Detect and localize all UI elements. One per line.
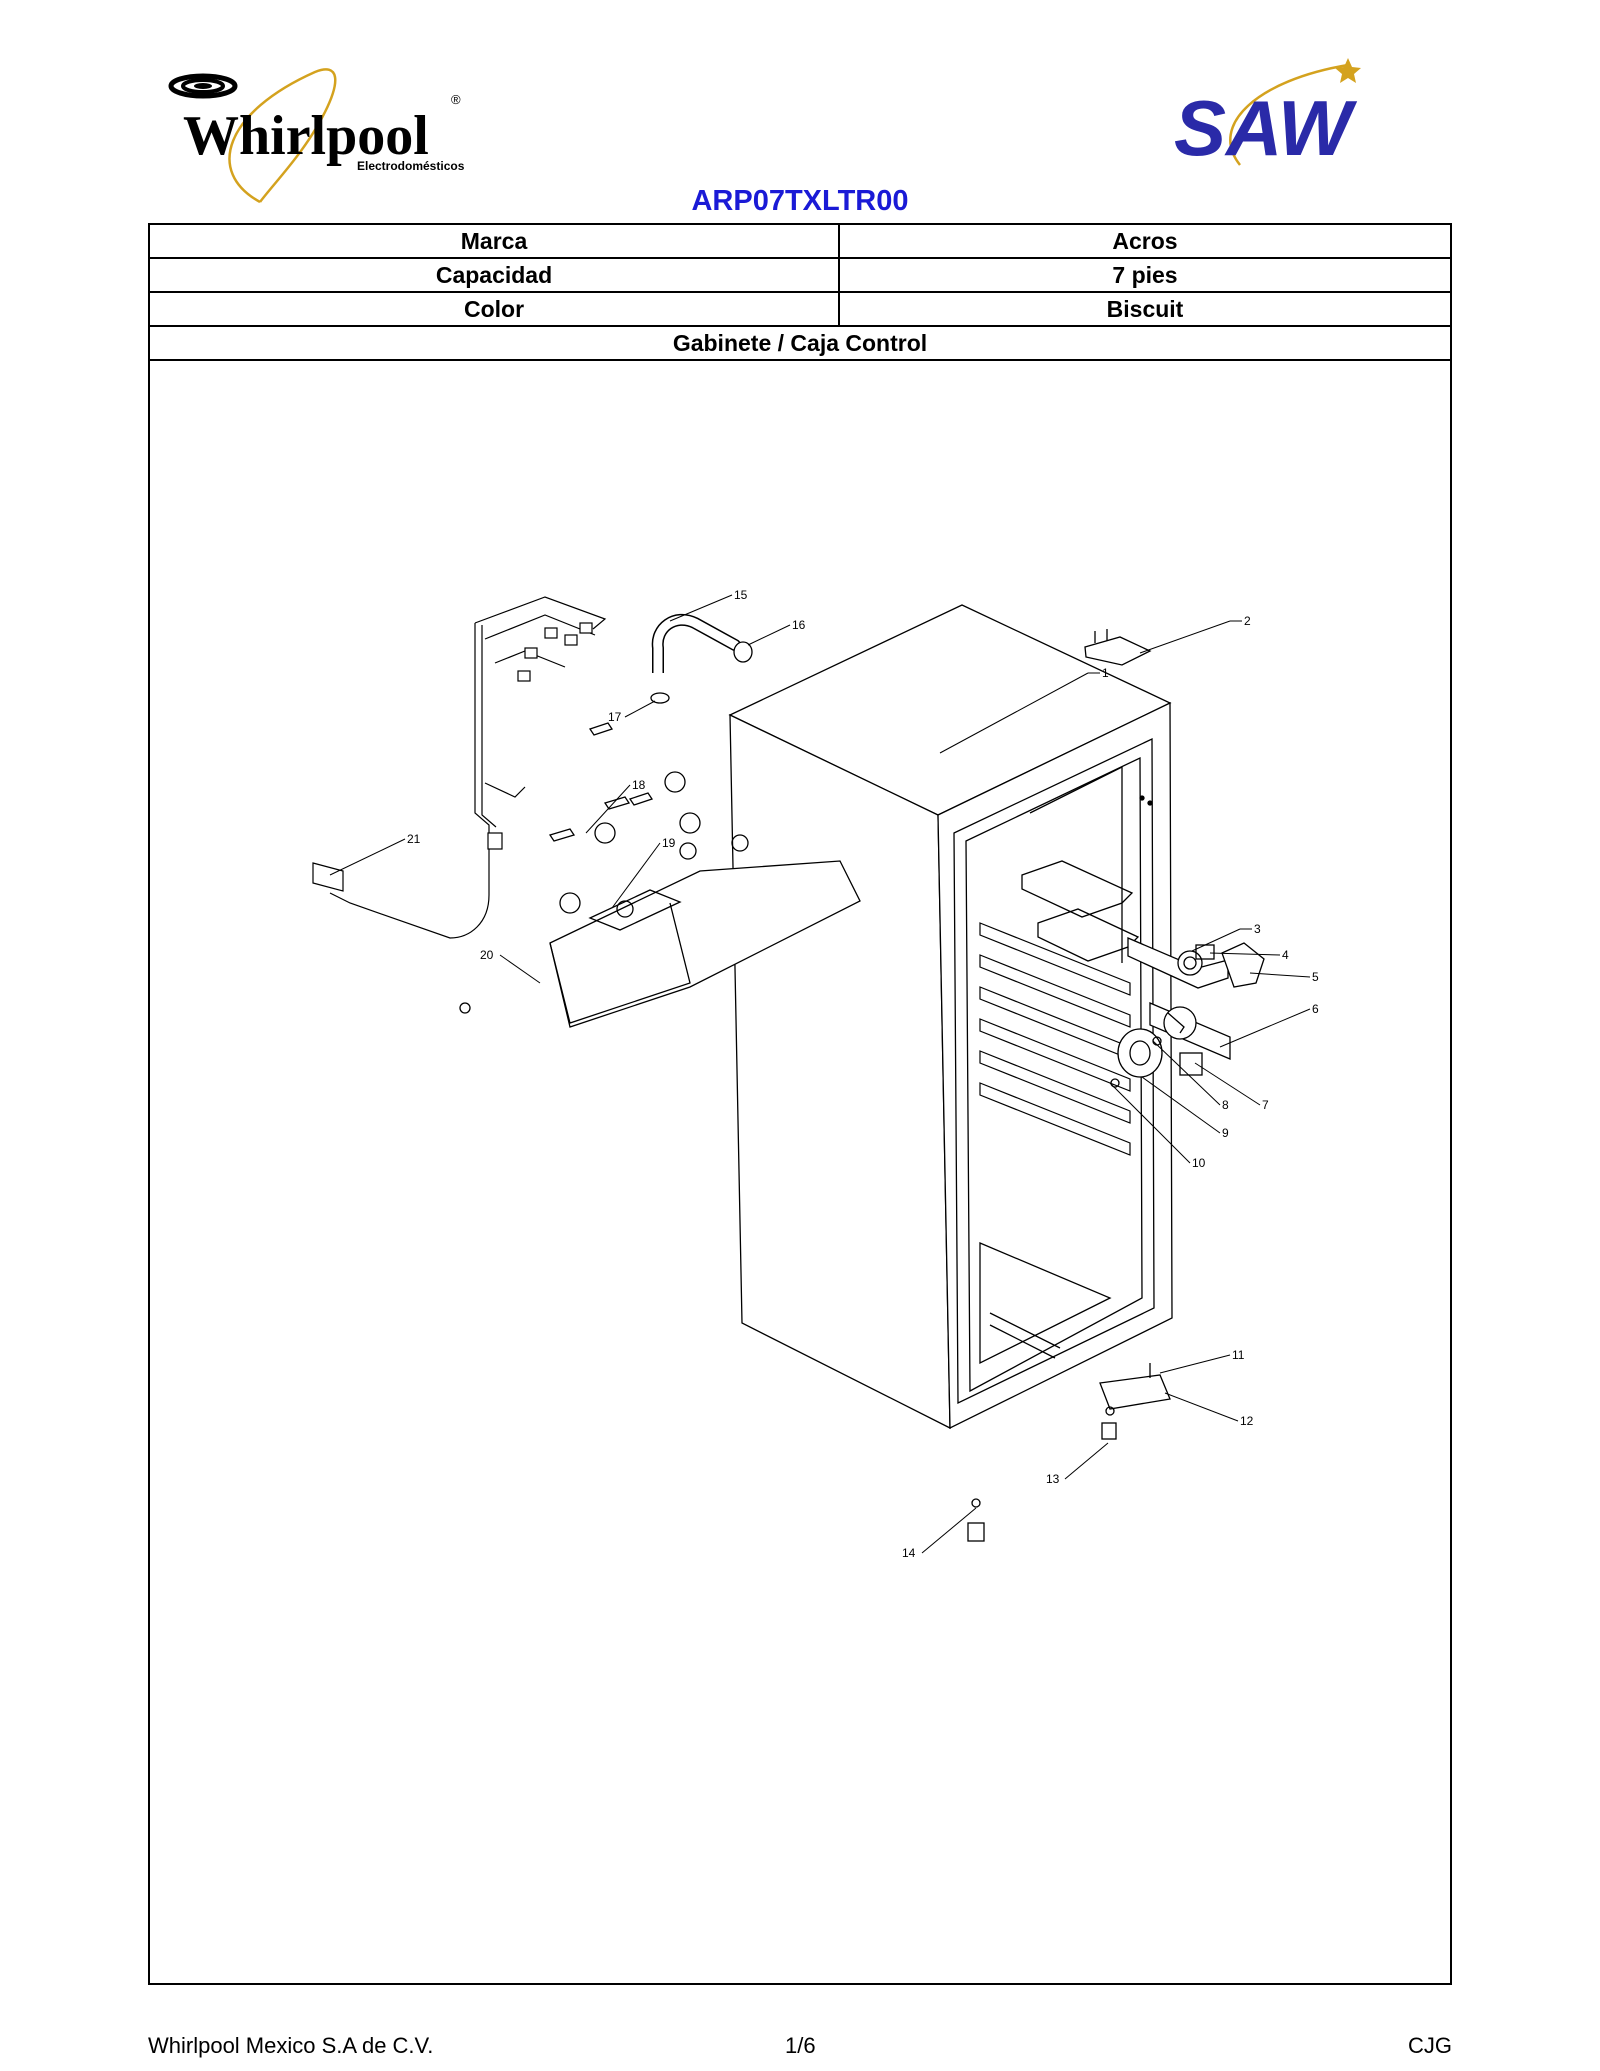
callout-11: 11 (1232, 1348, 1245, 1362)
cabinet-illustration (728, 604, 1173, 1430)
spec-row-color: Color Biscuit (150, 291, 1450, 327)
spec-table: Marca Acros Capacidad 7 pies Color Biscu… (150, 225, 1450, 361)
spec-row-capacidad: Capacidad 7 pies (150, 257, 1450, 293)
callout-7: 7 (1262, 1098, 1269, 1112)
spec-value: Acros (838, 225, 1450, 259)
callout-labels: 1 2 3 4 5 6 7 8 9 10 11 12 13 14 15 16 1… (329, 588, 1319, 1560)
spec-label: Capacidad (150, 257, 840, 293)
section-title: Gabinete / Caja Control (150, 325, 1450, 361)
spec-value: 7 pies (838, 257, 1450, 293)
model-number-title: ARP07TXLTR00 (691, 185, 909, 217)
section-title-row: Gabinete / Caja Control (150, 325, 1450, 361)
star-icon (1335, 58, 1361, 83)
callout-15: 15 (734, 588, 748, 602)
spec-value: Biscuit (838, 291, 1450, 327)
callout-4: 4 (1282, 948, 1289, 962)
callout-6: 6 (1312, 1002, 1319, 1016)
footer-author: CJG (1408, 2033, 1452, 2058)
callout-21: 21 (407, 832, 421, 846)
callout-5: 5 (1312, 970, 1319, 984)
callout-9: 9 (1222, 1126, 1229, 1140)
callout-1: 1 (1102, 666, 1109, 680)
callout-13: 13 (1046, 1472, 1060, 1486)
callout-20: 20 (480, 948, 494, 962)
callout-18: 18 (632, 778, 646, 792)
exploded-parts-diagram: 1 2 3 4 5 6 7 8 9 10 11 12 13 14 15 16 1… (312, 588, 1319, 1560)
whirlpool-reg-mark: ® (451, 92, 461, 107)
callout-8: 8 (1222, 1098, 1229, 1112)
callout-14: 14 (902, 1546, 916, 1560)
callout-17: 17 (608, 710, 622, 724)
whirlpool-wordmark: Whirlpool (183, 105, 429, 167)
parts-sheet-frame: Marca Acros Capacidad 7 pies Color Biscu… (148, 223, 1452, 1985)
callout-12: 12 (1240, 1414, 1254, 1428)
callout-3: 3 (1254, 922, 1261, 936)
spec-label: Marca (150, 225, 840, 259)
whirlpool-logo: Whirlpool ® Electrodomésticos (168, 68, 465, 204)
wiring-harness-parts (312, 596, 607, 939)
control-box-parts (1110, 937, 1265, 1088)
spec-label: Color (150, 291, 840, 327)
callout-19: 19 (662, 836, 676, 850)
callout-16: 16 (792, 618, 806, 632)
footer-company: Whirlpool Mexico S.A de C.V. (148, 2033, 434, 2058)
hinge-and-feet-parts (967, 629, 1171, 1542)
callout-2: 2 (1244, 614, 1251, 628)
saw-logo: SAW (1174, 58, 1361, 172)
footer-page-number: 1/6 (785, 2033, 816, 2058)
base-tray-parts (459, 722, 861, 1028)
saw-wordmark: SAW (1174, 84, 1358, 172)
whirlpool-subtitle: Electrodomésticos (357, 159, 465, 173)
callout-10: 10 (1192, 1156, 1206, 1170)
spec-row-marca: Marca Acros (150, 225, 1450, 259)
drain-tube-parts (650, 613, 753, 704)
